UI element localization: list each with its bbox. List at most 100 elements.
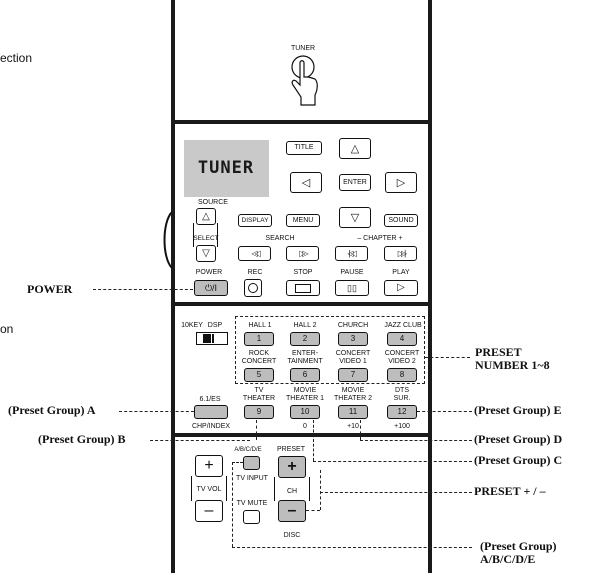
preset-button-11[interactable]: 11 [338, 405, 368, 419]
stop-button[interactable] [286, 280, 320, 296]
dsp-label-jazz-club: JAZZ CLUB [384, 322, 422, 329]
dsp-label-movie-theater-1: MOVIE THEATER 1 [286, 387, 324, 402]
dsp-label-dts-sur: DTS SUR. [393, 387, 411, 402]
fast-forward-icon: ▷▷ [299, 248, 308, 258]
leader-abcde-vert [232, 462, 233, 547]
search-back-button[interactable]: ◁◁ [238, 246, 271, 261]
ch-frame [274, 477, 310, 501]
leader-group-c-vert [313, 420, 314, 461]
preset-button-8[interactable]: 8 [387, 368, 417, 382]
play-label: PLAY [392, 269, 410, 276]
leader-preset-number [425, 357, 470, 358]
title-button[interactable]: TITLE [286, 141, 322, 155]
6-1-es-button[interactable] [194, 405, 228, 419]
leader-group-b-vert [256, 420, 257, 440]
plus10-label: +10 [347, 423, 359, 430]
pause-button[interactable]: ▯▯ [335, 280, 369, 296]
preset-plus-button[interactable]: + [278, 456, 306, 478]
cursor-down-button[interactable]: ▽ [339, 207, 371, 228]
tv-vol-down-button[interactable]: – [195, 500, 223, 522]
separator-band-middle [175, 302, 428, 306]
display-button[interactable]: DISPLAY [238, 214, 272, 227]
tv-vol-frame [191, 476, 227, 501]
dsp-label-hall1: HALL 1 [248, 322, 272, 329]
leader-group-a [119, 411, 194, 412]
abcde-label: A/B/C/D/E [234, 447, 262, 453]
leader-preset-pm-vert [320, 470, 321, 510]
preset-minus-button[interactable]: – [278, 500, 306, 522]
switch-knob [203, 334, 211, 343]
power-label: POWER [195, 269, 223, 276]
separator-band-lower [175, 433, 428, 437]
left-triangle-icon: ◁ [301, 176, 311, 189]
cursor-up-button[interactable]: △ [339, 138, 371, 159]
leader-preset-pm-tick [306, 510, 320, 511]
stop-square-icon [295, 283, 311, 293]
leader-abcde [232, 547, 472, 548]
rewind-icon: ◁◁ [251, 248, 260, 258]
dsp-label-church: CHURCH [337, 322, 369, 329]
preset-button-12[interactable]: 12 [387, 405, 417, 419]
record-circle-icon [248, 283, 258, 293]
down-triangle-icon: ▽ [350, 211, 360, 224]
enter-button[interactable]: ENTER [339, 174, 371, 191]
margin-text-middle: on [0, 322, 14, 336]
display-panel [184, 140, 269, 197]
source-label: SOURCE [198, 199, 228, 206]
play-button[interactable]: ▷ [384, 280, 418, 296]
right-triangle-icon: ▷ [396, 176, 406, 189]
callout-power: POWER [27, 282, 73, 296]
preset-button-6[interactable]: 6 [290, 368, 320, 382]
zero-label: 0 [303, 423, 307, 430]
sound-button[interactable]: SOUND [384, 214, 418, 227]
cursor-right-button[interactable]: ▷ [385, 172, 417, 193]
dsp-label-6-1-es: 6.1/ES [199, 396, 221, 403]
chp-index-label: CHP/INDEX [191, 423, 231, 430]
finger-press-icon[interactable] [288, 55, 323, 110]
abcde-button[interactable] [243, 456, 260, 470]
cursor-left-button[interactable]: ◁ [290, 172, 322, 193]
preset-button-5[interactable]: 5 [244, 368, 274, 382]
tv-input-label: TV INPUT [236, 475, 268, 482]
dsp-label-rock-concert: ROCK CONCERT [241, 350, 277, 365]
leader-preset-pm [320, 492, 472, 493]
menu-button[interactable]: MENU [286, 214, 320, 227]
display-readout: TUNER [197, 158, 255, 178]
remote-right-edge [428, 0, 432, 573]
source-down-icon: ▽ [202, 247, 210, 259]
tv-vol-up-button[interactable]: + [195, 455, 223, 477]
10key-dsp-switch[interactable] [196, 332, 228, 345]
leader-abcde-tick [232, 462, 243, 463]
chapter-forward-button[interactable]: ▷▷| [384, 246, 417, 261]
dsp-label-concert-video-1: CONCERT VIDEO 1 [335, 350, 371, 365]
preset-button-9[interactable]: 9 [244, 405, 274, 419]
up-triangle-icon: △ [350, 142, 360, 155]
side-jog-wheel [163, 211, 173, 269]
preset-button-1[interactable]: 1 [244, 332, 274, 346]
tv-mute-button[interactable] [243, 510, 260, 524]
callout-preset-number: PRESET NUMBER 1~8 [475, 345, 550, 372]
margin-text-top: ection [0, 51, 33, 65]
callout-group-e: (Preset Group) E [474, 403, 562, 417]
dsp-label-hall2: HALL 2 [293, 322, 317, 329]
leader-group-d [360, 440, 472, 441]
callout-group-d: (Preset Group) D [474, 432, 563, 446]
leader-group-c [313, 461, 472, 462]
chapter-label: – CHAPTER + [357, 235, 403, 242]
skip-back-icon: |◁◁ [348, 248, 357, 258]
power-button[interactable]: ⏻/I [194, 280, 228, 296]
preset-button-2[interactable]: 2 [290, 332, 320, 346]
callout-group-abcde: (Preset Group) A/B/C/D/E [480, 539, 557, 566]
switch-label-dsp: DSP [207, 322, 223, 329]
tuner-label: TUNER [290, 45, 316, 52]
source-up-button[interactable]: △ [196, 208, 216, 225]
preset-button-10[interactable]: 10 [290, 405, 320, 419]
preset-button-7[interactable]: 7 [338, 368, 368, 382]
search-forward-button[interactable]: ▷▷ [286, 246, 319, 261]
source-down-button[interactable]: ▽ [196, 245, 216, 262]
preset-button-4[interactable]: 4 [387, 332, 417, 346]
chapter-back-button[interactable]: |◁◁ [335, 246, 368, 261]
rec-button[interactable] [244, 279, 262, 297]
preset-button-3[interactable]: 3 [338, 332, 368, 346]
callout-group-b: (Preset Group) B [38, 432, 126, 446]
